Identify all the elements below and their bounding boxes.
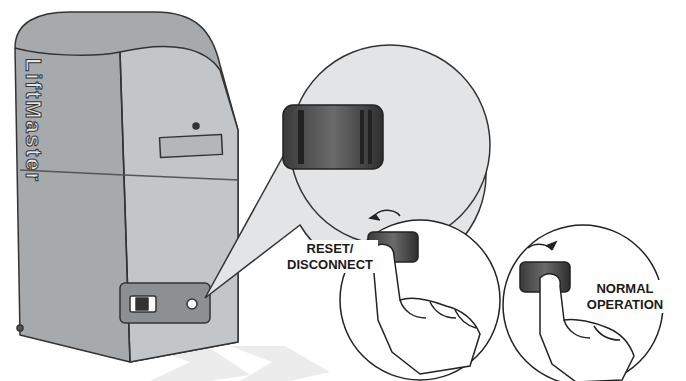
- brand-name: LiftMaster: [20, 58, 46, 183]
- callout-label: NORMAL OPERATION: [582, 280, 668, 313]
- callout-label: RESET/ DISCONNECT: [282, 240, 378, 273]
- reset-detail: [340, 210, 500, 380]
- operator-housing: [15, 12, 238, 362]
